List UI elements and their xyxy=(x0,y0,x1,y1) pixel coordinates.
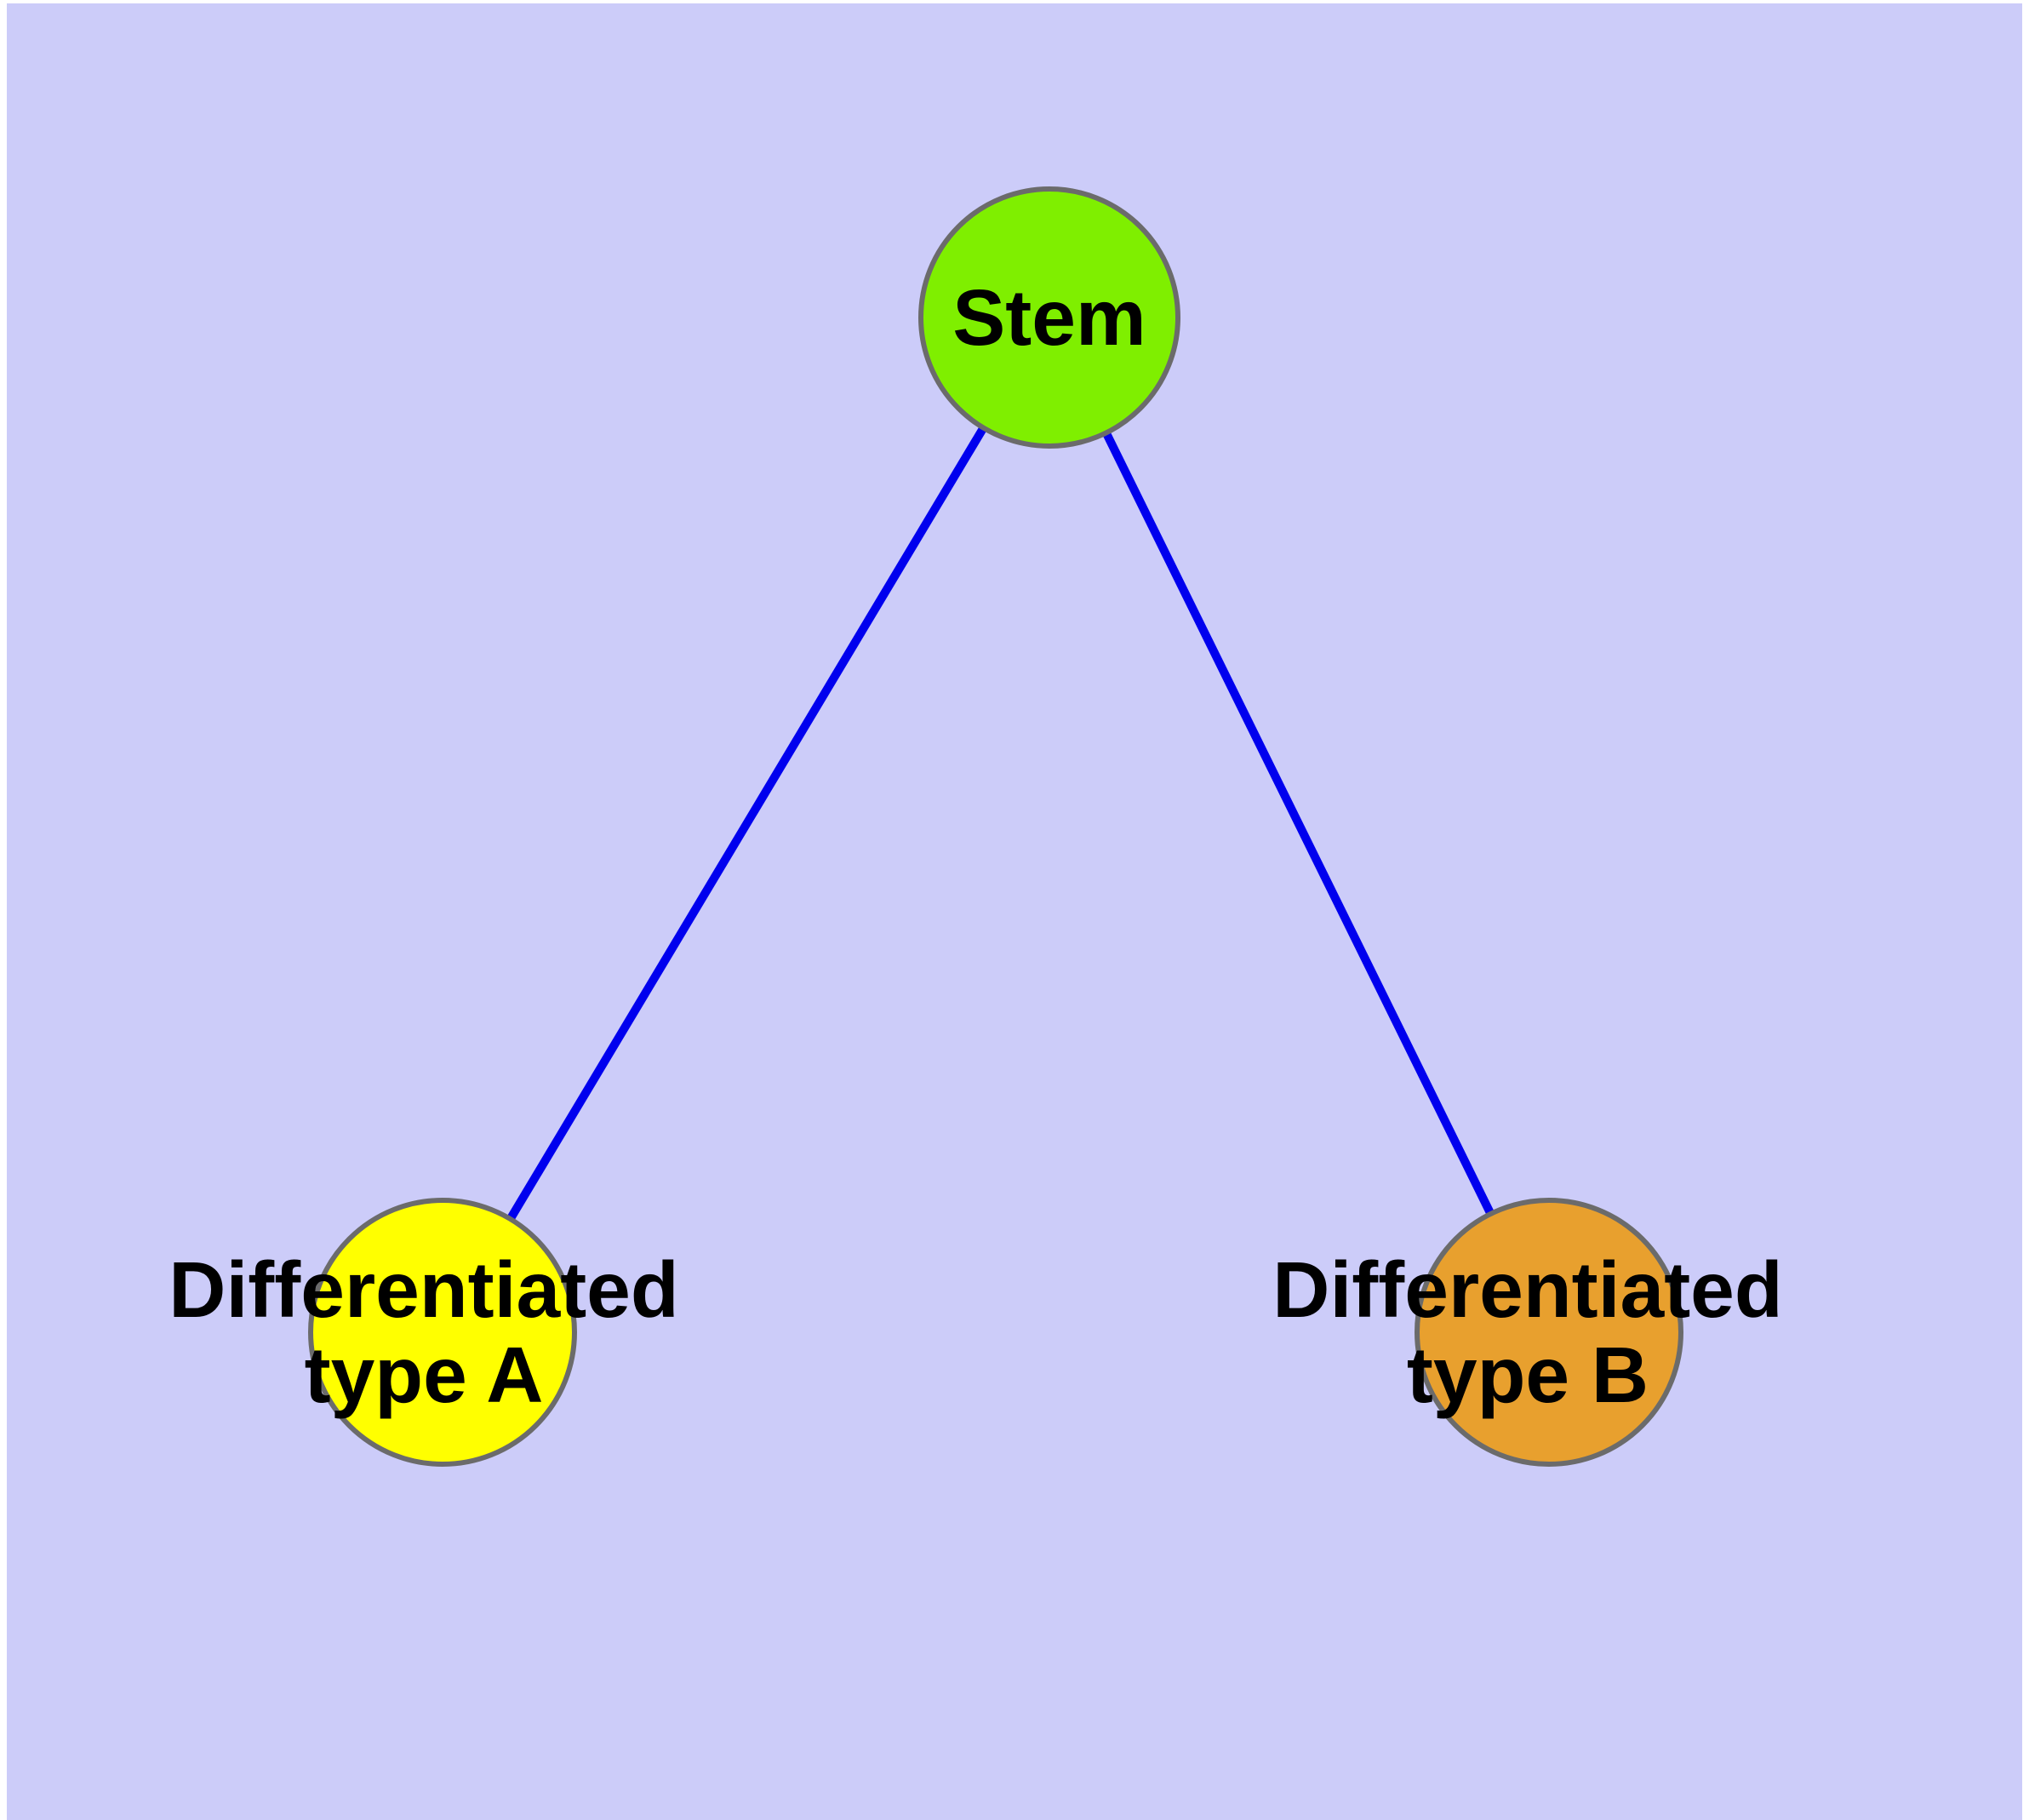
node-diff_b[interactable] xyxy=(1415,1198,1683,1467)
node-diff_a[interactable] xyxy=(308,1198,577,1467)
node-label-line: type A xyxy=(305,1331,544,1419)
node-label-line: Differentiated xyxy=(1272,1245,1782,1334)
edge-stem-to-diff_a xyxy=(506,424,988,1223)
node-label-line: Stem xyxy=(952,273,1146,362)
edges-layer xyxy=(506,424,1495,1223)
node-label-stem: Stem xyxy=(952,273,1146,362)
edge-stem-to-diff_b xyxy=(1101,429,1495,1217)
node-stem[interactable] xyxy=(918,186,1180,449)
node-label-line: type B xyxy=(1407,1331,1649,1419)
nodes-layer xyxy=(308,186,1683,1467)
node-label-line: Differentiated xyxy=(169,1245,678,1334)
